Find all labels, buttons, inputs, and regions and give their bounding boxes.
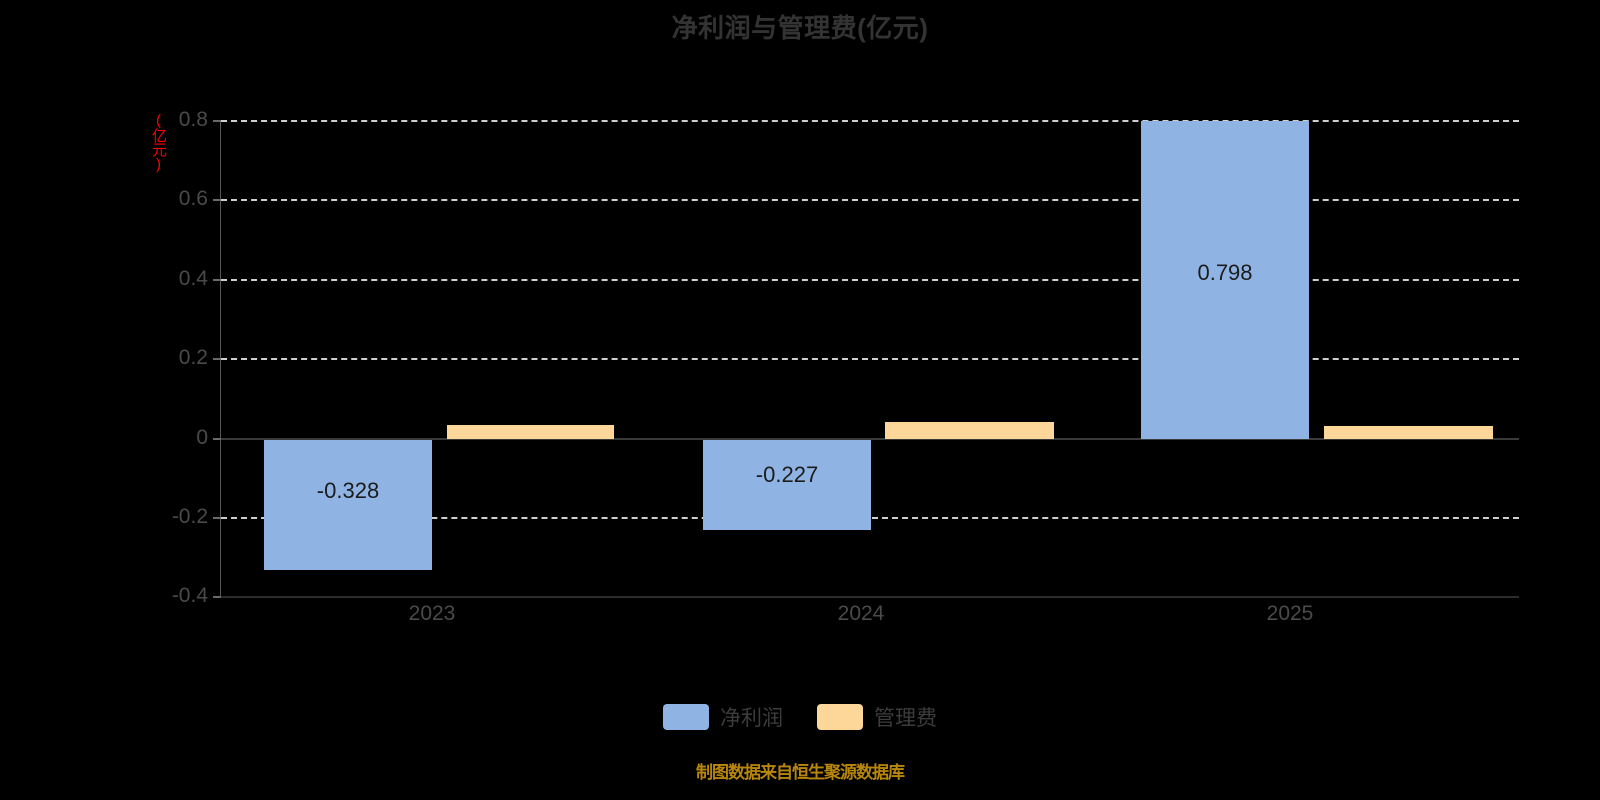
y-tick-label-0.4: 0.4 <box>178 267 208 290</box>
gridline-0.2 <box>221 358 1519 360</box>
tick--0.2 <box>213 517 221 519</box>
bar-management-fee-2023[interactable] <box>447 425 614 439</box>
y-tick-label-0: 0 <box>196 426 208 449</box>
zero-line <box>221 438 1519 440</box>
bar-net-profit-2024[interactable] <box>703 440 871 530</box>
legend-item-management-fee[interactable]: 管理费 <box>817 702 937 732</box>
bar-label-net-profit-2024: -0.227 <box>755 462 819 487</box>
tick--0.4 <box>213 596 221 598</box>
tick-0 <box>213 438 221 440</box>
x-tick-label-2025: 2025 <box>1266 602 1314 625</box>
bar-net-profit-2025[interactable] <box>1141 121 1309 439</box>
chart-legend: 净利润 管理费 <box>0 702 1600 732</box>
tick-0.6 <box>213 199 221 201</box>
tick-0.8 <box>213 120 221 122</box>
tick-0.4 <box>213 279 221 281</box>
y-tick-label-0.8: 0.8 <box>178 108 208 131</box>
y-axis-unit-label: (亿元) <box>150 112 167 172</box>
y-tick-label-0.2: 0.2 <box>178 346 208 369</box>
bar-label-net-profit-2023: -0.328 <box>316 478 380 503</box>
legend-label-net-profit: 净利润 <box>720 707 783 730</box>
y-tick-label--0.2: -0.2 <box>171 505 208 528</box>
gridline-0.8 <box>221 120 1519 122</box>
bar-net-profit-2023[interactable] <box>264 440 432 570</box>
legend-item-net-profit[interactable]: 净利润 <box>663 702 783 732</box>
gridline-0.4 <box>221 279 1519 281</box>
bar-management-fee-2024[interactable] <box>885 422 1054 439</box>
x-tick-label-2024: 2024 <box>837 602 885 625</box>
tick-0.2 <box>213 358 221 360</box>
bar-management-fee-2025[interactable] <box>1324 426 1493 439</box>
bar-label-net-profit-2025: 0.798 <box>1197 260 1253 285</box>
legend-label-management-fee: 管理费 <box>874 707 937 730</box>
gridline-0.6 <box>221 199 1519 201</box>
y-tick-label--0.4: -0.4 <box>171 584 208 607</box>
x-tick-label-2023: 2023 <box>408 602 456 625</box>
data-source-note: 制图数据来自恒生聚源数据库 <box>696 763 905 782</box>
y-tick-label-0.6: 0.6 <box>178 187 208 210</box>
x-axis-bottom-line <box>221 596 1519 598</box>
legend-swatch-management-fee <box>817 704 863 730</box>
legend-swatch-net-profit <box>663 704 709 730</box>
chart-title: 净利润与管理费(亿元) <box>671 13 929 43</box>
